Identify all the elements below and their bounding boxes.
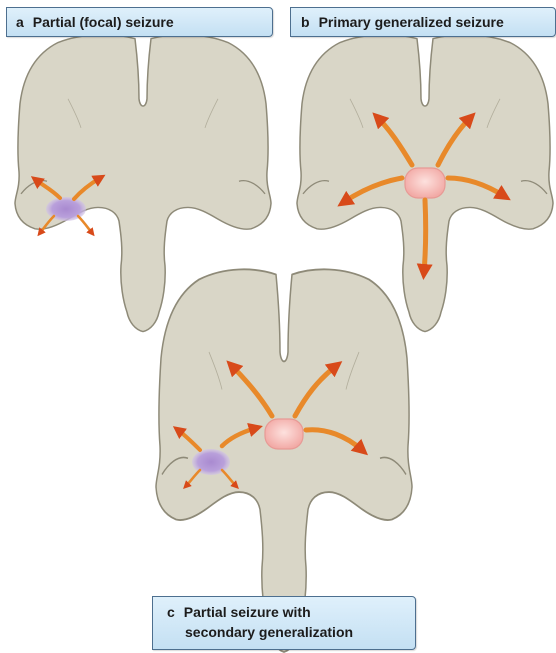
panel-a-title: Partial (focal) seizure [33,14,174,30]
panel-a-letter: a [16,14,24,30]
panel-b-title: Primary generalized seizure [319,14,504,30]
central-focus-c [265,419,303,449]
panel-b-label: b Primary generalized seizure [290,7,556,37]
central-focus-b [405,168,445,198]
panel-c-title-line1: Partial seizure with [184,604,311,620]
panel-a-label: a Partial (focal) seizure [6,7,273,37]
panel-b-letter: b [301,14,310,30]
panel-c-title-line2: secondary generalization [167,622,415,642]
panel-c-letter: c [167,602,175,622]
panel-c-label: c Partial seizure with secondary generali… [152,596,416,650]
